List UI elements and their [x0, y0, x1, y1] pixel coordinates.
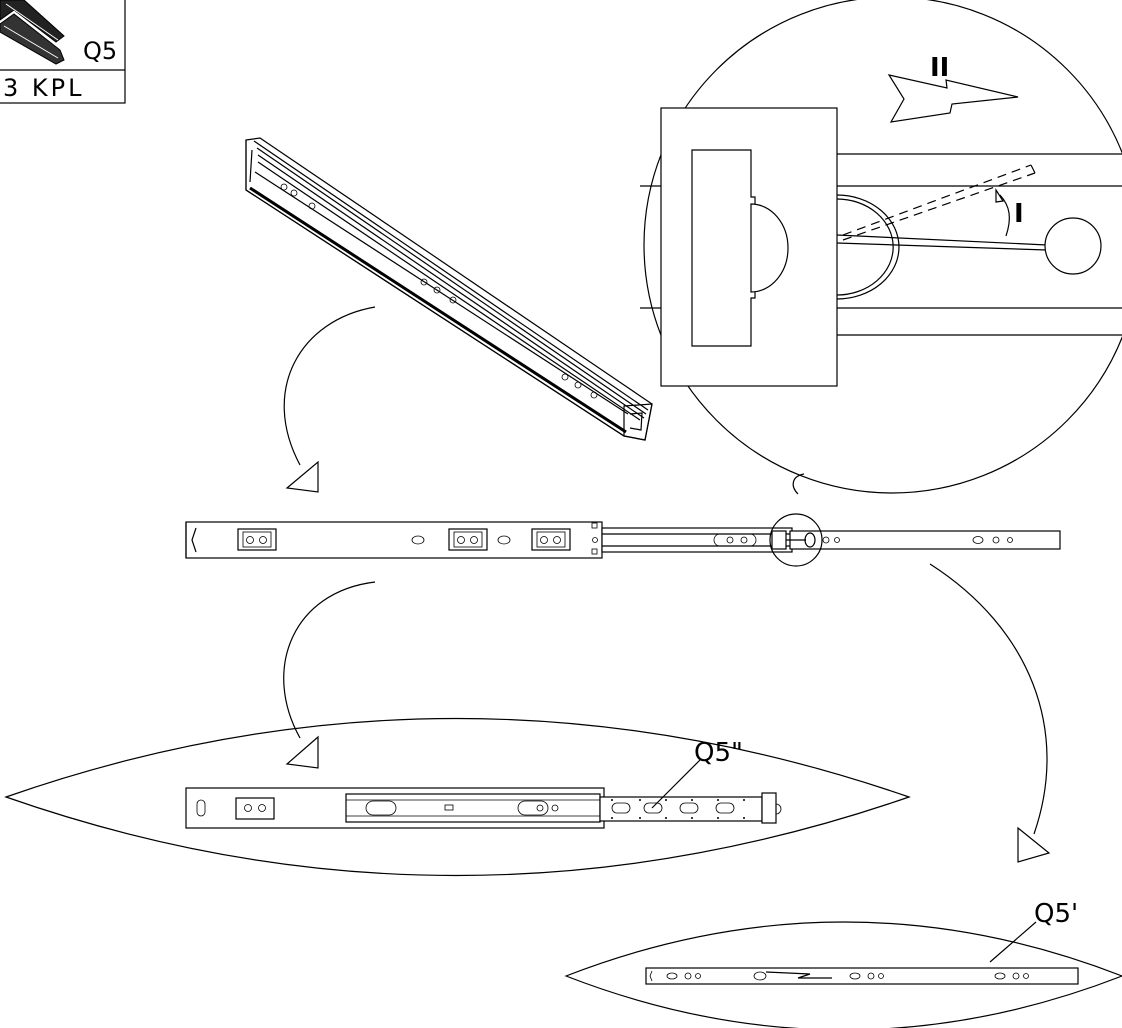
pull-direction-arrow-icon [887, 74, 1019, 123]
drawer-rail-thumbnail-icon [0, 0, 65, 65]
variant-double-label: Q5" [694, 738, 743, 768]
part-quantity-label: 3 KPL [3, 74, 84, 102]
parts-table-border [0, 0, 126, 104]
flow-arrow-2 [283, 581, 376, 769]
parts-table: Q5 3 KPL [0, 0, 126, 104]
rail-isometric-view [245, 137, 653, 441]
rail-side-view [185, 513, 1061, 567]
flow-arrow-3 [929, 563, 1051, 863]
step-two-label: II [930, 53, 949, 83]
step-one-label: I [1014, 199, 1024, 229]
part-code-label: Q5 [83, 37, 117, 65]
flow-arrow-1 [283, 306, 376, 493]
variant-single-label: Q5' [1034, 899, 1078, 929]
lens-view-single: Q5' [564, 899, 1122, 1028]
detail-zoom-circle: I II [640, 0, 1122, 495]
lens-view-double: Q5" [4, 717, 911, 877]
